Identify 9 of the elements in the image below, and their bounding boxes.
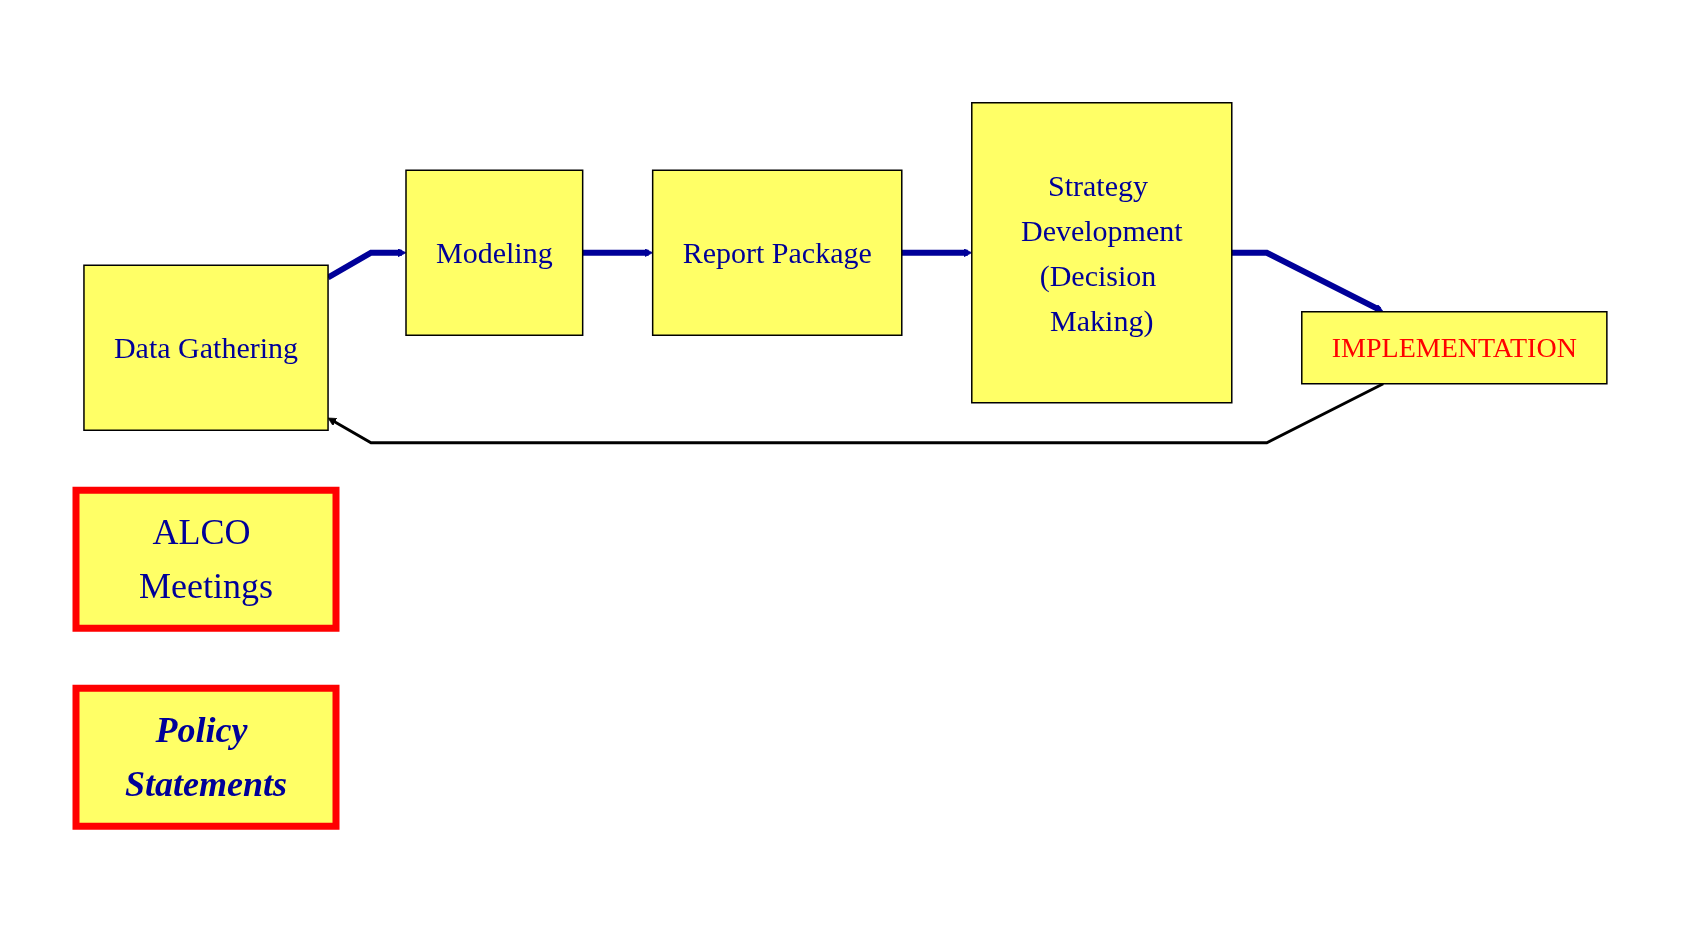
node-box: Report Package <box>652 169 903 336</box>
node-box: ALCO Meetings <box>72 486 340 632</box>
node-box: Policy Statements <box>72 684 340 830</box>
node-box: Modeling <box>405 169 584 336</box>
node-box: Strategy Development (Decision Making) <box>971 102 1233 404</box>
arrow <box>326 248 407 281</box>
node-box: IMPLEMENTATION <box>1301 311 1608 385</box>
arrow <box>1231 249 1384 313</box>
node-box: Data Gathering <box>83 264 329 431</box>
